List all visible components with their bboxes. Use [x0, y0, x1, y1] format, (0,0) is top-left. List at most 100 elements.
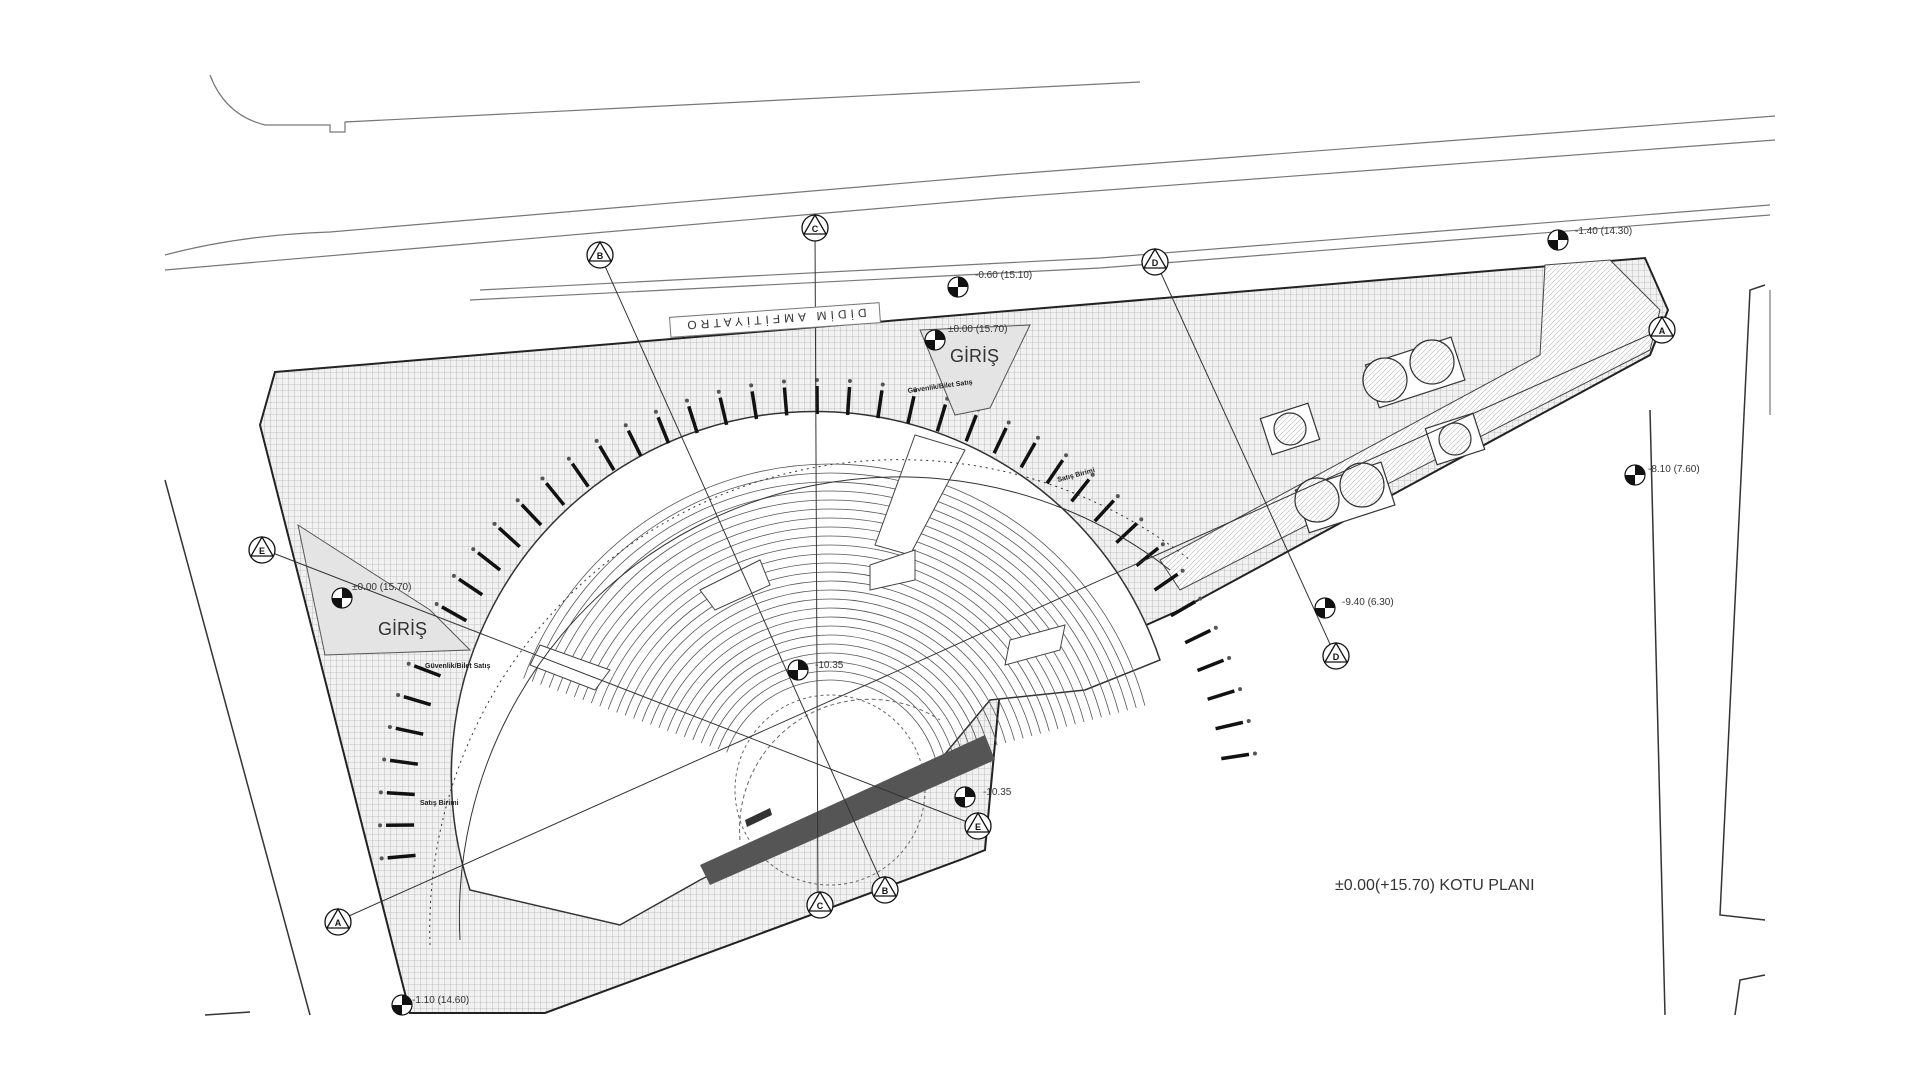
post-dot [1246, 719, 1251, 724]
seat-row [633, 580, 1033, 737]
plan-title: ±0.00(+15.70) KOTU PLANI [1335, 877, 1535, 894]
post-dot [913, 388, 918, 393]
colonnade-post [1070, 478, 1091, 503]
post-dot [382, 757, 387, 762]
colonnade-post [718, 397, 729, 426]
colonnade-post [845, 386, 852, 416]
post-dot [1227, 656, 1232, 661]
colonnade-post [992, 427, 1008, 454]
section-marker-letter: C [817, 901, 824, 911]
seating-rows [523, 463, 1146, 762]
colonnade-post [413, 664, 442, 678]
level-marker-quadrant [948, 287, 958, 297]
section-marker-b-top: B [586, 240, 614, 269]
seat-row [692, 643, 972, 753]
colonnade-arc [458, 476, 1171, 941]
post-dot [387, 725, 392, 730]
section-lines [264, 227, 1661, 921]
seat-row [548, 490, 1120, 713]
seat-row [574, 517, 1094, 720]
road-lines [164, 74, 1776, 415]
post-dot [1115, 494, 1120, 499]
colonnade-post [626, 429, 643, 457]
level-marker [391, 994, 413, 1016]
colonnade-post [1184, 628, 1212, 645]
post-dot [540, 476, 545, 481]
entrance-west-level: ±0.00 (15.70) [352, 582, 411, 593]
colonnade-post [656, 416, 671, 444]
colonnade-post [1170, 600, 1196, 618]
level-marker [1547, 229, 1569, 251]
post-dot [451, 573, 456, 578]
level-marker-quadrant [965, 787, 975, 797]
section-marker-d-right: D [1322, 641, 1350, 670]
post-dot [1090, 472, 1095, 477]
colonnade-post [750, 391, 759, 420]
post-dot [378, 790, 383, 795]
section-marker-a-left: A [324, 907, 352, 936]
section-marker-arrow [802, 213, 828, 235]
post-dot [1139, 517, 1144, 522]
post-dot [653, 409, 658, 414]
section-marker-c-top: C [801, 213, 829, 242]
section-marker-letter: B [882, 886, 889, 896]
post-dot [1180, 568, 1185, 573]
post-dot [434, 602, 439, 607]
colonnade-post [387, 853, 416, 860]
colonnade-post [395, 726, 424, 736]
level-south-west: -1.10 (14.60) [412, 995, 469, 1006]
seat-row [658, 607, 1007, 743]
level-marker-quadrant [958, 277, 968, 287]
level-marker-quadrant [1635, 465, 1645, 475]
post-dot [1064, 453, 1069, 458]
level-marker [954, 786, 976, 808]
seat-row [523, 463, 1146, 706]
stage-small [745, 808, 772, 827]
post-dot [396, 693, 401, 698]
section-marker-letter: E [975, 822, 981, 832]
seat-row [683, 634, 981, 750]
seat-row [557, 499, 1111, 716]
level-marker-quadrant [392, 1005, 402, 1015]
seat-row [641, 589, 1024, 739]
post-dot [1198, 596, 1203, 601]
section-marker-c-bottom: C [806, 890, 834, 919]
colonnade-post [520, 503, 543, 527]
seat-row [582, 526, 1085, 723]
post-dot [684, 398, 689, 403]
section-marker-e-left: E [248, 535, 276, 564]
level-east-low: -8.10 (7.60) [1648, 464, 1700, 475]
post-dot [1036, 435, 1041, 440]
colonnade-arc-outer [429, 459, 1191, 946]
room-sales-west: Satış Birimi [420, 800, 459, 807]
post-dot [594, 438, 599, 443]
section-marker-arrow [249, 535, 275, 557]
colonnade-post [1093, 499, 1116, 523]
level-marker [331, 587, 353, 609]
level-marker-quadrant [925, 340, 935, 350]
post-dot [1006, 420, 1011, 425]
level-marker-quadrant [402, 995, 412, 1005]
section-marker-letter: C [812, 224, 819, 234]
aisles [529, 434, 1066, 691]
colonnade-post [876, 390, 884, 419]
level-south-east: -9.40 (6.30) [1342, 597, 1394, 608]
stage-block [700, 735, 995, 885]
section-marker-arrow [1142, 247, 1168, 269]
colonnade-post [457, 577, 484, 597]
level-marker [1624, 464, 1646, 486]
seat-row [675, 625, 989, 748]
entrance-north-label: GİRİŞ [950, 346, 999, 366]
site-boundaries [164, 284, 1766, 1016]
level-marker-quadrant [955, 797, 965, 807]
colonnade-post [687, 405, 699, 434]
section-marker-letter: D [1333, 652, 1340, 662]
east-strip [1159, 259, 1661, 591]
section-marker-letter: A [335, 918, 342, 928]
seat-row [717, 670, 946, 760]
level-markers [331, 229, 1646, 1016]
seat-row [726, 679, 937, 762]
section-marker-letter: A [1659, 326, 1666, 336]
section-marker-arrow [807, 890, 833, 912]
